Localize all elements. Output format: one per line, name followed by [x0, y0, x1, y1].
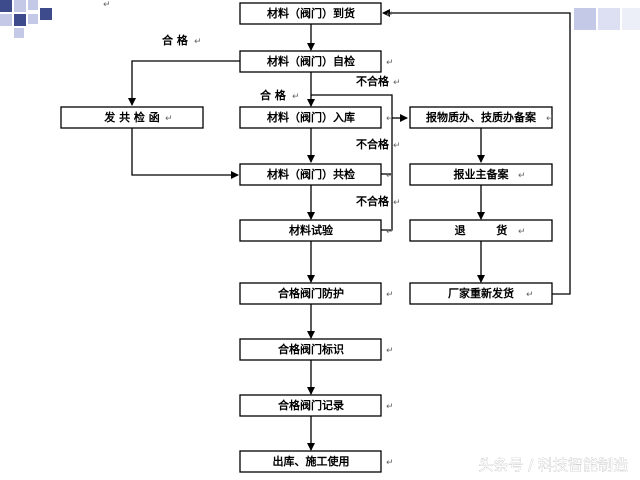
issue-label: 出库、施工使用 — [273, 454, 350, 468]
mark-box — [239, 338, 382, 361]
svg-text:↵: ↵ — [386, 346, 394, 356]
return-box — [409, 219, 553, 242]
joint-inspect-label: 材料（阀门）共检 — [267, 167, 355, 181]
paragraph-marks: ↵ ↵ ↵ ↵ ↵ ↵ ↵ ↵ ↵ ↵ ↵ ↵ ↵ ↵ ↵ ↵ ↵ ↵ ↵ ↵ — [103, 0, 554, 468]
svg-text:↵: ↵ — [386, 114, 394, 124]
svg-text:↵: ↵ — [292, 92, 300, 102]
svg-text:↵: ↵ — [386, 290, 394, 300]
issue-box — [239, 450, 382, 473]
svg-text:↵: ↵ — [393, 198, 401, 208]
send-letter-box — [60, 106, 204, 129]
arrival-box — [239, 2, 382, 25]
arrival-label: 材料（阀门）到货 — [267, 6, 355, 20]
joint-inspect-box — [239, 163, 382, 186]
test-box — [239, 219, 382, 242]
svg-text:↵: ↵ — [386, 171, 394, 181]
svg-text:↵: ↵ — [518, 171, 526, 181]
self-inspect-label: 材料（阀门）自检 — [267, 54, 355, 68]
watermark-text: 头条号 / 科技智能制造 — [478, 456, 628, 474]
connectors — [128, 9, 571, 451]
svg-text:↵: ↵ — [526, 290, 534, 300]
resend-label: 厂家重新发货 — [448, 286, 514, 300]
return-label: 退 货 — [455, 223, 508, 237]
owner-box — [409, 163, 553, 186]
protect-label: 合格阀门防护 — [278, 286, 344, 300]
protect-box — [239, 282, 382, 305]
svg-text:↵: ↵ — [165, 114, 173, 124]
resend-box — [409, 282, 553, 305]
svg-text:↵: ↵ — [546, 114, 554, 124]
svg-text:↵: ↵ — [518, 227, 526, 237]
svg-text:↵: ↵ — [386, 227, 394, 237]
fail-label-1: 不合格 — [356, 74, 390, 88]
svg-text:↵: ↵ — [386, 58, 394, 68]
pass-label-2: 合 格 — [260, 88, 287, 102]
fail-label-3: 不合格 — [356, 194, 390, 208]
warehouse-box — [239, 106, 382, 129]
record-label: 合格阀门记录 — [278, 398, 344, 412]
send-letter-label: 发 共 检 函 — [103, 110, 160, 124]
svg-text:↵: ↵ — [393, 78, 401, 88]
self-inspect-box — [239, 50, 382, 73]
owner-label: 报业主备案 — [454, 167, 510, 181]
svg-text:↵: ↵ — [386, 458, 394, 468]
corner-decoration-top-left — [0, 0, 52, 38]
record-box — [239, 394, 382, 417]
corner-decoration-top-right — [574, 8, 640, 30]
svg-text:↵: ↵ — [194, 37, 202, 47]
test-label: 材料试验 — [289, 223, 334, 237]
warehouse-label: 材料（阀门）入库 — [267, 110, 355, 124]
report-box — [409, 106, 553, 129]
svg-text:↵: ↵ — [386, 402, 394, 412]
report-label: 报物质办、技质办备案 — [426, 110, 537, 124]
pass-label-1: 合 格 — [162, 33, 189, 47]
svg-text:↵: ↵ — [393, 141, 401, 151]
fail-label-2: 不合格 — [356, 137, 390, 151]
svg-text:↵: ↵ — [103, 0, 111, 10]
mark-label: 合格阀门标识 — [278, 342, 344, 356]
svg-text:↵: ↵ — [386, 10, 394, 20]
